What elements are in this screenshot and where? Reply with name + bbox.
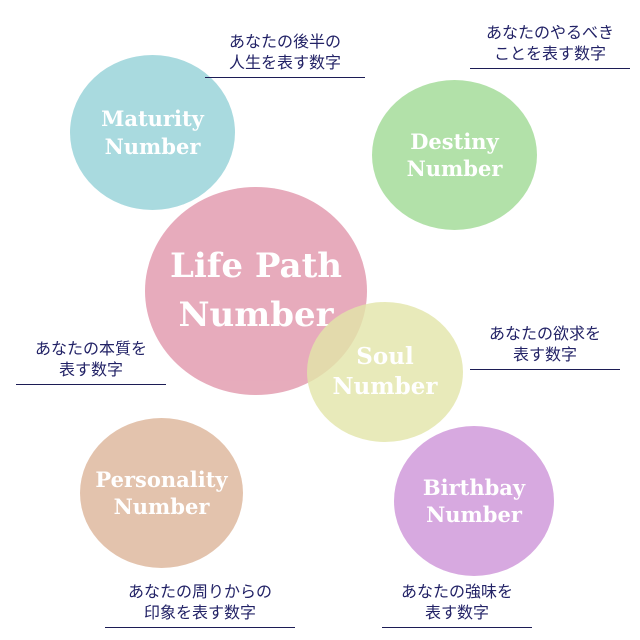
life-path-number-label: Life Path Number: [169, 245, 343, 335]
desire-annotation: あなたの欲求を 表す数字: [470, 323, 620, 370]
maturity-number-circle: Maturity Number: [70, 55, 235, 210]
destiny-number-circle: Destiny Number: [372, 80, 537, 230]
personality-number-label: Personality Number: [95, 466, 228, 519]
birthbay-number-circle: Birthbay Number: [394, 426, 554, 576]
essence-annotation: あなたの本質を 表す数字: [16, 338, 166, 385]
birthbay-number-label: Birthbay Number: [422, 474, 526, 527]
maturity-annotation: あなたの後半の 人生を表す数字: [205, 31, 365, 78]
personality-number-circle: Personality Number: [80, 418, 243, 568]
soul-number-circle: Soul Number: [307, 302, 463, 442]
destiny-number-label: Destiny Number: [406, 128, 503, 181]
personality-annotation: あなたの周りからの 印象を表す数字: [105, 581, 295, 628]
life-path-number-circle: Life Path Number: [145, 187, 367, 395]
maturity-number-label: Maturity Number: [101, 106, 204, 159]
destiny-annotation: あなたのやるべき ことを表す数字: [470, 22, 630, 69]
soul-number-label: Soul Number: [332, 343, 438, 400]
birthbay-annotation: あなたの強味を 表す数字: [382, 581, 532, 628]
